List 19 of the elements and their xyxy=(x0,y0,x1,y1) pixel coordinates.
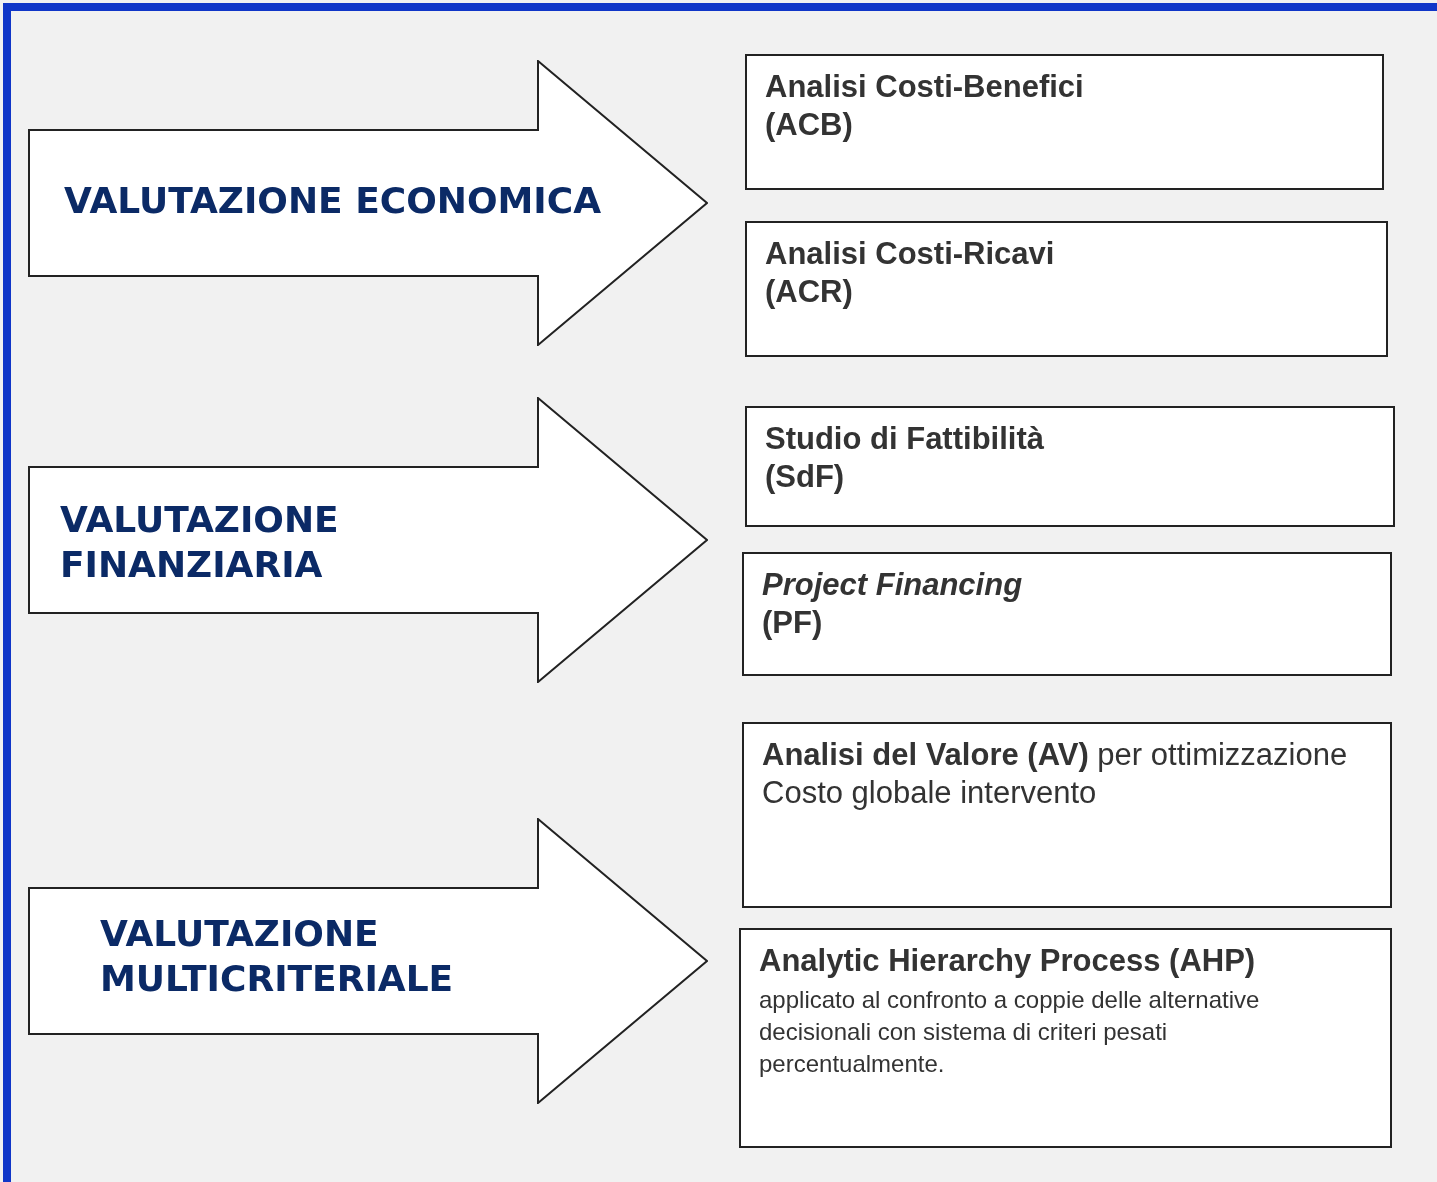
box-heading: Project Financing (PF) xyxy=(762,566,1024,642)
text-box xyxy=(742,722,1392,908)
arrow-shape xyxy=(28,397,708,683)
text-box xyxy=(745,54,1384,190)
arrow-shape xyxy=(28,60,708,346)
box-heading: Studio di Fattibilità (SdF) xyxy=(765,420,1045,496)
arrow-shape xyxy=(28,818,708,1104)
arrow-label: VALUTAZIONE MULTICRITERIALE xyxy=(100,912,455,1001)
text-box xyxy=(745,221,1388,357)
box-heading: Analytic Hierarchy Process (AHP) xyxy=(759,942,1257,980)
arrow-label: VALUTAZIONE FINANZIARIA xyxy=(60,498,340,587)
box-description: applicato al confronto a coppie delle alternative decisionali con sistema di criteri pesati percentualmente. xyxy=(759,985,1261,1079)
box-heading: Analisi Costi-Benefici (ACB) xyxy=(765,68,1085,144)
box-heading: Analisi Costi-Ricavi (ACR) xyxy=(765,235,1056,311)
text-box xyxy=(742,552,1392,676)
arrow-label: VALUTAZIONE ECONOMICA xyxy=(64,179,602,223)
text-box xyxy=(745,406,1395,527)
box-heading: Analisi del Valore (AV) per ottimizzazione Costo globale intervento xyxy=(762,736,1349,812)
text-box xyxy=(739,928,1392,1148)
